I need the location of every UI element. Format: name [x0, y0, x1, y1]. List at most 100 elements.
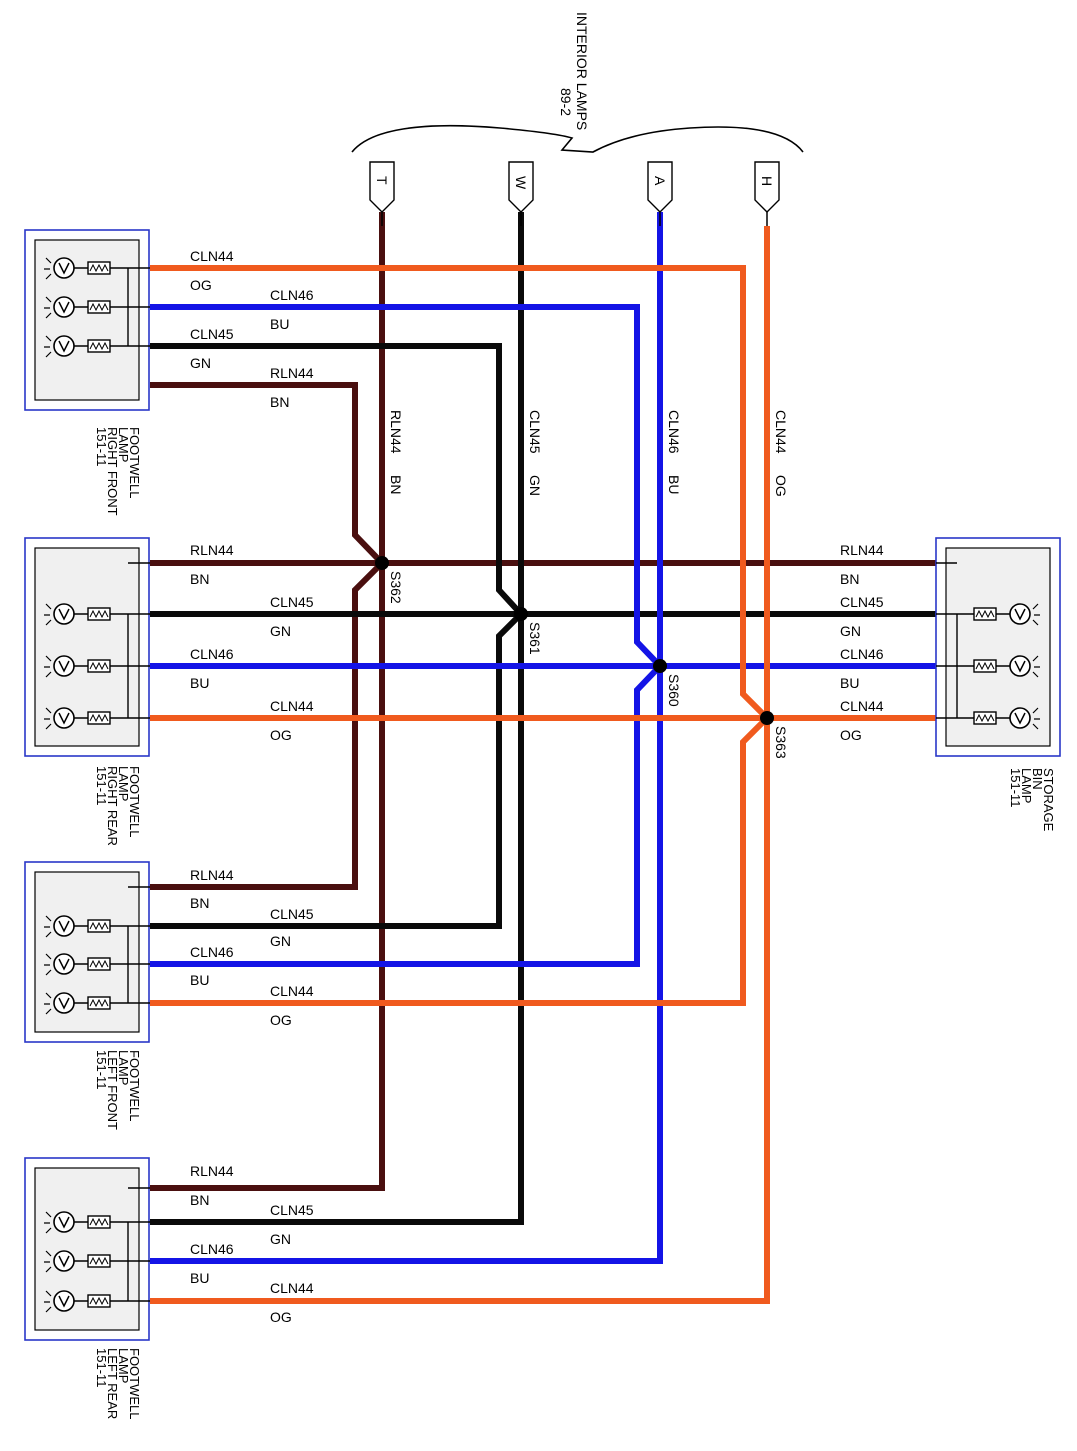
- wire-label-circuit: RLN44: [270, 365, 314, 381]
- lamp-icon: [43, 603, 150, 626]
- wire-label-circuit: CLN46: [270, 287, 314, 303]
- lamp-icon: [43, 707, 150, 730]
- vertical-labels: RLN44 BN CLN45 GN CLN46 BU CLN44 OG: [388, 410, 789, 497]
- lamp-icon: [43, 915, 150, 938]
- wire-label-color: BU: [190, 1270, 209, 1286]
- pin-t-label: T: [374, 176, 390, 185]
- wire-label-circuit: CLN44: [270, 698, 314, 714]
- wire-cln44-right-front: [150, 265, 770, 721]
- vlabel-rln44-circuit: RLN44: [388, 410, 404, 454]
- vlabel-cln46-circuit: CLN46: [666, 410, 682, 454]
- wire-label-circuit: RLN44: [190, 542, 234, 558]
- wire-label-color: GN: [190, 355, 211, 371]
- module-left-front: RLN44 BN CLN45 GN CLN46 BU CLN44 OG FOOT…: [24, 861, 314, 1130]
- wire-rln44-left-front: [150, 560, 385, 890]
- lamp-icon: [43, 296, 150, 319]
- wire-label-circuit: CLN44: [840, 698, 884, 714]
- splice-s360: S360: [653, 659, 682, 707]
- lamp-icon: [43, 335, 150, 358]
- wire-cln45-right-front: [150, 343, 524, 617]
- wire-cln46-left-front: [150, 663, 663, 967]
- svg-text:LAMP: LAMP: [116, 1050, 131, 1085]
- wire-label-color: GN: [270, 933, 291, 949]
- wire-label-color: BN: [190, 1192, 209, 1208]
- splice-s363: S363: [760, 711, 789, 759]
- splice-s360-label: S360: [666, 674, 682, 707]
- wire-cln44-left-front: [150, 715, 770, 1006]
- svg-text:151-11: 151-11: [94, 427, 109, 467]
- wire-label-circuit: CLN46: [190, 1241, 234, 1257]
- svg-text:151-11: 151-11: [1008, 768, 1023, 808]
- wire-label-color: OG: [190, 277, 212, 293]
- module-right-rear: RLN44 BN CLN45 GN CLN46 BU CLN44 OG FOOT…: [24, 537, 314, 846]
- wire-cln45-trunk: [150, 212, 524, 1225]
- wire-label-color: BN: [840, 571, 859, 587]
- svg-text:FOOTWELL: FOOTWELL: [127, 1348, 142, 1420]
- splice-s361-label: S361: [527, 622, 543, 655]
- wire-rln44-trunk: [150, 212, 385, 1191]
- wire-label-circuit: CLN46: [840, 646, 884, 662]
- pin-w: W: [508, 161, 534, 213]
- module-storage-bin: RLN44 BN CLN45 GN CLN46 BU CLN44 OG STOR…: [840, 537, 1061, 832]
- wire-label-color: BN: [190, 895, 209, 911]
- module-caption: STORAGE BIN LAMP 151-11: [1008, 768, 1056, 832]
- svg-text:LAMP: LAMP: [116, 1348, 131, 1383]
- wire-cln45-left-front: [150, 611, 524, 929]
- svg-text:BIN: BIN: [1030, 768, 1045, 790]
- pin-h-label: H: [759, 176, 775, 186]
- wire-label-circuit: CLN46: [190, 944, 234, 960]
- pin-a-label: A: [652, 176, 668, 186]
- lamp-icon: [936, 656, 1040, 677]
- module-left-rear: RLN44 BN CLN45 GN CLN46 BU CLN44 OG FOOT…: [24, 1157, 314, 1420]
- wire-label-circuit: CLN45: [270, 906, 314, 922]
- wire-label-circuit: CLN46: [190, 646, 234, 662]
- wires: [150, 212, 936, 1304]
- wire-label-color: OG: [270, 727, 292, 743]
- wire-label-color: GN: [840, 623, 861, 639]
- wire-label-color: OG: [270, 1309, 292, 1325]
- wire-label-color: OG: [270, 1012, 292, 1028]
- svg-text:RIGHT REAR: RIGHT REAR: [105, 766, 120, 846]
- wire-label-color: OG: [840, 727, 862, 743]
- pin-t: T: [369, 161, 395, 213]
- wire-label-color: BU: [270, 316, 289, 332]
- wire-label-circuit: CLN45: [840, 594, 884, 610]
- wire-label-circuit: CLN44: [190, 248, 234, 264]
- wire-cln46-trunk: [150, 212, 663, 1264]
- wire-label-color: BN: [190, 571, 209, 587]
- svg-text:STORAGE: STORAGE: [1041, 768, 1056, 832]
- connector-title: INTERIOR LAMPS: [574, 12, 590, 130]
- vlabel-cln45-color: GN: [527, 475, 543, 496]
- svg-text:LEFT FRONT: LEFT FRONT: [105, 1050, 120, 1130]
- wire-label-circuit: CLN44: [270, 1280, 314, 1296]
- svg-text:FOOTWELL: FOOTWELL: [127, 427, 142, 499]
- pin-a: A: [647, 161, 673, 213]
- wire-label-color: GN: [270, 623, 291, 639]
- svg-text:LEFT REAR: LEFT REAR: [105, 1348, 120, 1419]
- wire-label-color: BU: [190, 675, 209, 691]
- lamp-icon: [43, 1250, 150, 1273]
- pin-h: H: [754, 161, 780, 213]
- pin-w-label: W: [513, 176, 529, 190]
- module-caption: FOOTWELL LAMP RIGHT REAR 151-11: [94, 766, 142, 846]
- module-caption: FOOTWELL LAMP LEFT REAR 151-11: [94, 1348, 142, 1420]
- module-right-front: CLN44 OG CLN46 BU CLN45 GN RLN44 BN FOOT…: [24, 229, 314, 516]
- splice-s361: S361: [514, 607, 543, 655]
- vlabel-cln44-color: OG: [773, 475, 789, 497]
- svg-text:RIGHT FRONT: RIGHT FRONT: [105, 427, 120, 516]
- module-caption: FOOTWELL LAMP LEFT FRONT 151-11: [94, 1050, 142, 1130]
- svg-text:151-11: 151-11: [94, 1050, 109, 1090]
- lamp-icon: [43, 953, 150, 976]
- wire-label-circuit: CLN44: [270, 983, 314, 999]
- wire-label-circuit: CLN45: [270, 1202, 314, 1218]
- splice-s362-label: S362: [388, 571, 404, 604]
- connector-ref: 89-2: [558, 88, 574, 116]
- wire-label-circuit: RLN44: [190, 1163, 234, 1179]
- wire-label-color: BU: [840, 675, 859, 691]
- wire-label-color: BN: [270, 394, 289, 410]
- svg-text:LAMP: LAMP: [1019, 768, 1034, 803]
- vlabel-rln44-color: BN: [388, 475, 404, 494]
- vlabel-cln44-circuit: CLN44: [773, 410, 789, 454]
- wire-cln44-trunk: [150, 226, 770, 1304]
